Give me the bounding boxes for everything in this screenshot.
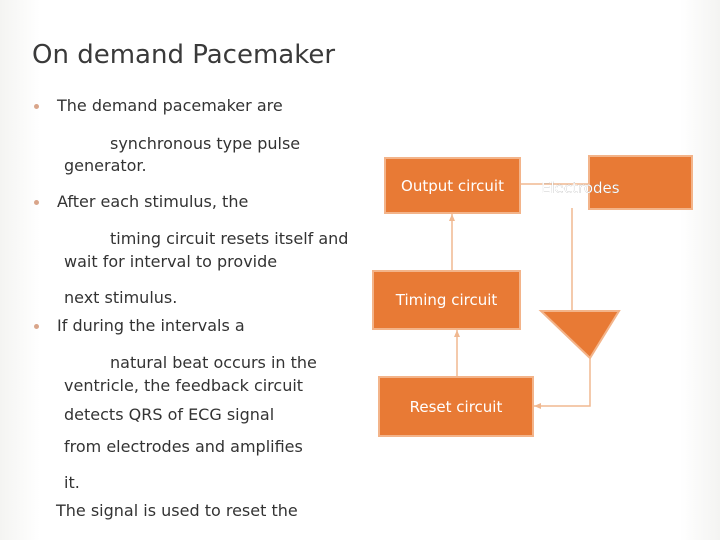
text-line-13: it. bbox=[64, 473, 80, 492]
output-circuit-box: Output circuit bbox=[384, 157, 521, 214]
text-line-11: detects QRS of ECG signal bbox=[64, 405, 275, 424]
timing-to-output-arrowhead bbox=[449, 214, 455, 221]
bullet-2 bbox=[34, 200, 39, 205]
text-line-12: from electrodes and amplifies bbox=[64, 437, 303, 456]
amplifier-triangle-icon bbox=[538, 310, 621, 360]
reset-to-timing-arrowhead bbox=[454, 330, 460, 337]
text-line-6: wait for interval to provide bbox=[64, 252, 278, 271]
text-line-8: If during the intervals a bbox=[57, 316, 245, 335]
text-line-1: The demand pacemaker are bbox=[57, 96, 283, 115]
text-line-7: next stimulus. bbox=[64, 288, 178, 307]
electrodes-label: Electrodes bbox=[541, 179, 620, 197]
amplifier-to-reset-arrowhead bbox=[534, 403, 541, 409]
amplifier-to-reset-line bbox=[534, 358, 591, 407]
reset-circuit-box: Reset circuit bbox=[378, 376, 534, 437]
slide-title: On demand Pacemaker bbox=[32, 40, 336, 70]
reset-circuit-label: Reset circuit bbox=[409, 397, 503, 416]
text-line-5: timing circuit resets itself and bbox=[110, 229, 349, 248]
text-line-9: natural beat occurs in the bbox=[110, 353, 317, 372]
text-line-14: The signal is used to reset the bbox=[56, 501, 298, 520]
timing-circuit-box: Timing circuit bbox=[372, 270, 521, 330]
text-line-10: ventricle, the feedback circuit bbox=[64, 376, 304, 395]
timing-circuit-label: Timing circuit bbox=[395, 291, 498, 309]
electrodes-box bbox=[588, 155, 693, 210]
bullet-1 bbox=[34, 104, 39, 109]
output-circuit-label: Output circuit bbox=[401, 176, 504, 195]
bullet-3 bbox=[34, 324, 39, 329]
text-line-3: generator. bbox=[64, 156, 147, 175]
text-line-2: synchronous type pulse bbox=[110, 134, 301, 153]
text-line-4: After each stimulus, the bbox=[57, 192, 249, 211]
